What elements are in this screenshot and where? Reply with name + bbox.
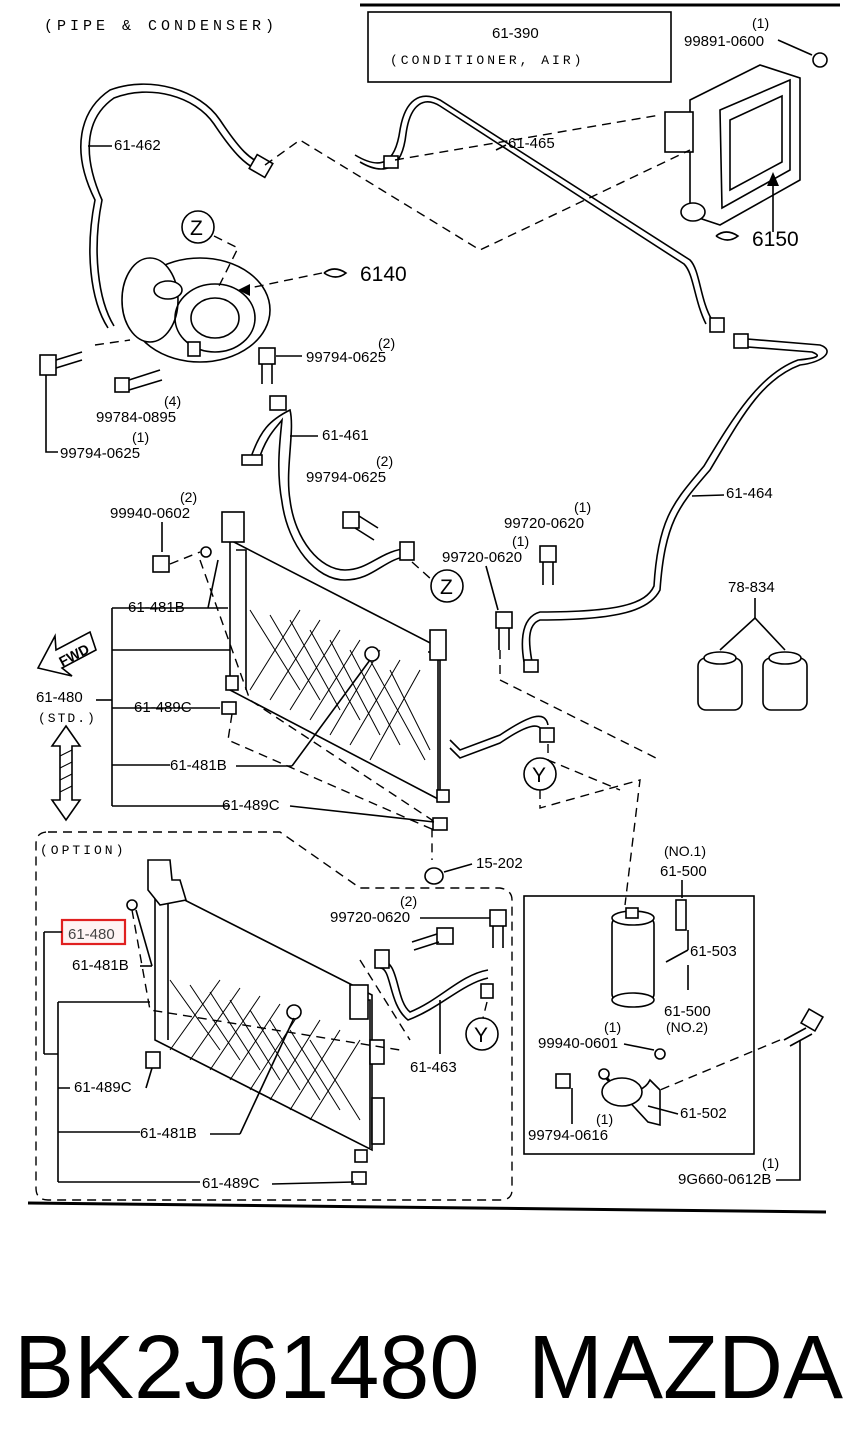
caps-78-834 xyxy=(697,616,808,711)
p61500-b-label: 61-500 xyxy=(664,1003,711,1020)
p61481b-opt-bottom-label: 61-481B xyxy=(140,1125,197,1142)
p61481b-top-label: 61-481B xyxy=(128,599,185,616)
p99720-0620-a-label: 99720-0620 xyxy=(504,515,584,532)
p61500-a-label: 61-500 xyxy=(660,863,707,880)
pipe-61-464 xyxy=(528,337,828,663)
pipe-61-465 xyxy=(354,95,713,321)
bolt-99794-0625-left xyxy=(39,351,83,376)
p99940-0602-label: 99940-0602 xyxy=(110,505,190,522)
p99794-0625-b-qty: (1) xyxy=(132,429,149,445)
condenser-std xyxy=(200,511,555,831)
p99794-0625-c-label: 99794-0625 xyxy=(306,469,386,486)
p61489c-opt-b-label: 61-489C xyxy=(202,1175,260,1192)
ac-unit-code: 61-390 xyxy=(492,25,539,42)
bolt-99784-0895 xyxy=(114,369,163,393)
caption-part-number: BK2J61480 xyxy=(14,1318,479,1418)
zone-z-top: Z xyxy=(190,217,203,240)
p61489c-a-label: 61-489C xyxy=(134,699,192,716)
p99794-0625-b-label: 99794-0625 xyxy=(60,445,140,462)
p99720-0620-c-qty: (2) xyxy=(400,893,417,909)
pipe-61-462 xyxy=(80,83,266,329)
compressor xyxy=(121,257,271,363)
p99720-0620-b-label: 99720-0620 xyxy=(442,549,522,566)
p99940-0601-label: 99940-0601 xyxy=(538,1035,618,1052)
p6140-label: 6140 xyxy=(360,263,407,286)
p61489c-b-label: 61-489C xyxy=(222,797,280,814)
p61463-label: 61-463 xyxy=(410,1059,457,1076)
std-label: (STD.) xyxy=(38,711,97,726)
p99940-0601-qty: (1) xyxy=(604,1019,621,1035)
p6150-symbol xyxy=(715,231,740,241)
p15202-label: 15-202 xyxy=(476,855,523,872)
zone-y-bottom: Y xyxy=(474,1024,488,1047)
p99891-qty: (1) xyxy=(752,15,769,31)
nut-99940-0602 xyxy=(152,555,170,573)
p99794-0625-a-qty: (2) xyxy=(378,335,395,351)
receiver-drier xyxy=(555,899,687,1127)
bolt-99720-0620-c1 xyxy=(411,927,454,951)
option-label: (OPTION) xyxy=(40,843,126,858)
p9g660-label: 9G660-0612B xyxy=(678,1171,771,1188)
receiver-drier-box xyxy=(523,895,755,1155)
p99720-0620-c-label: 99720-0620 xyxy=(330,909,410,926)
p61481b-opt-top-label: 61-481B xyxy=(72,957,129,974)
zone-z-bottom: Z xyxy=(440,576,453,599)
p99794-0625-a-label: 99794-0625 xyxy=(306,349,386,366)
p61480-opt-label[interactable]: 61-480 xyxy=(68,926,115,943)
swap-arrow-icon xyxy=(50,724,82,822)
caption-brand: MAZDA xyxy=(528,1318,843,1418)
bolt-99794-0625-top xyxy=(258,347,276,384)
no2-label: (NO.2) xyxy=(666,1019,708,1035)
zone-z-bottom-marker xyxy=(430,569,464,603)
p61461-label: 61-461 xyxy=(322,427,369,444)
pipe-61-461 xyxy=(249,408,411,571)
p9g660-qty: (1) xyxy=(762,1155,779,1171)
p61502-label: 61-502 xyxy=(680,1105,727,1122)
zone-z-top-marker xyxy=(181,210,215,244)
option-box xyxy=(35,831,513,1201)
p99940-0602-qty: (2) xyxy=(180,489,197,505)
ac-unit-name: (CONDITIONER, AIR) xyxy=(390,53,584,68)
condenser-option xyxy=(126,859,494,1185)
p99720-0620-b-qty: (1) xyxy=(512,533,529,549)
p99794-0616-label: 99794-0616 xyxy=(528,1127,608,1144)
p99784-qty: (4) xyxy=(164,393,181,409)
section-title: (PIPE & CONDENSER) xyxy=(44,18,278,35)
no1-label: (NO.1) xyxy=(664,843,706,859)
zone-y-top: Y xyxy=(532,764,546,787)
evaporator-unit xyxy=(664,39,828,232)
p6150-label: 6150 xyxy=(752,228,799,251)
p99891-label: 99891-0600 xyxy=(684,33,764,50)
bolt-99720-0620-c2 xyxy=(489,909,507,948)
p99784-label: 99784-0895 xyxy=(96,409,176,426)
bolt-99794-0625-mid xyxy=(342,511,379,541)
zone-y-bottom-marker xyxy=(465,1017,499,1051)
bolt-99720-0620-b xyxy=(495,611,513,650)
p78834-label: 78-834 xyxy=(728,579,775,596)
p99720-0620-a-qty: (1) xyxy=(574,499,591,515)
p61481b-mid-label: 61-481B xyxy=(170,757,227,774)
bolt-99720-0620-a xyxy=(539,545,557,585)
p99794-0625-c-qty: (2) xyxy=(376,453,393,469)
p61480-highlight xyxy=(60,918,127,946)
p61503-label: 61-503 xyxy=(690,943,737,960)
bottom-border xyxy=(27,1201,827,1214)
p61464-label: 61-464 xyxy=(726,485,773,502)
fwd-arrow-icon xyxy=(36,630,97,677)
ac-unit-box xyxy=(367,11,672,83)
mount-15-202 xyxy=(424,867,444,885)
p61489c-opt-a-label: 61-489C xyxy=(74,1079,132,1096)
bolt-9g660-0612b xyxy=(783,1007,825,1047)
p61480-std-label: 61-480 xyxy=(36,689,83,706)
p99794-0616-qty: (1) xyxy=(596,1111,613,1127)
p61462-label: 61-462 xyxy=(114,137,161,154)
